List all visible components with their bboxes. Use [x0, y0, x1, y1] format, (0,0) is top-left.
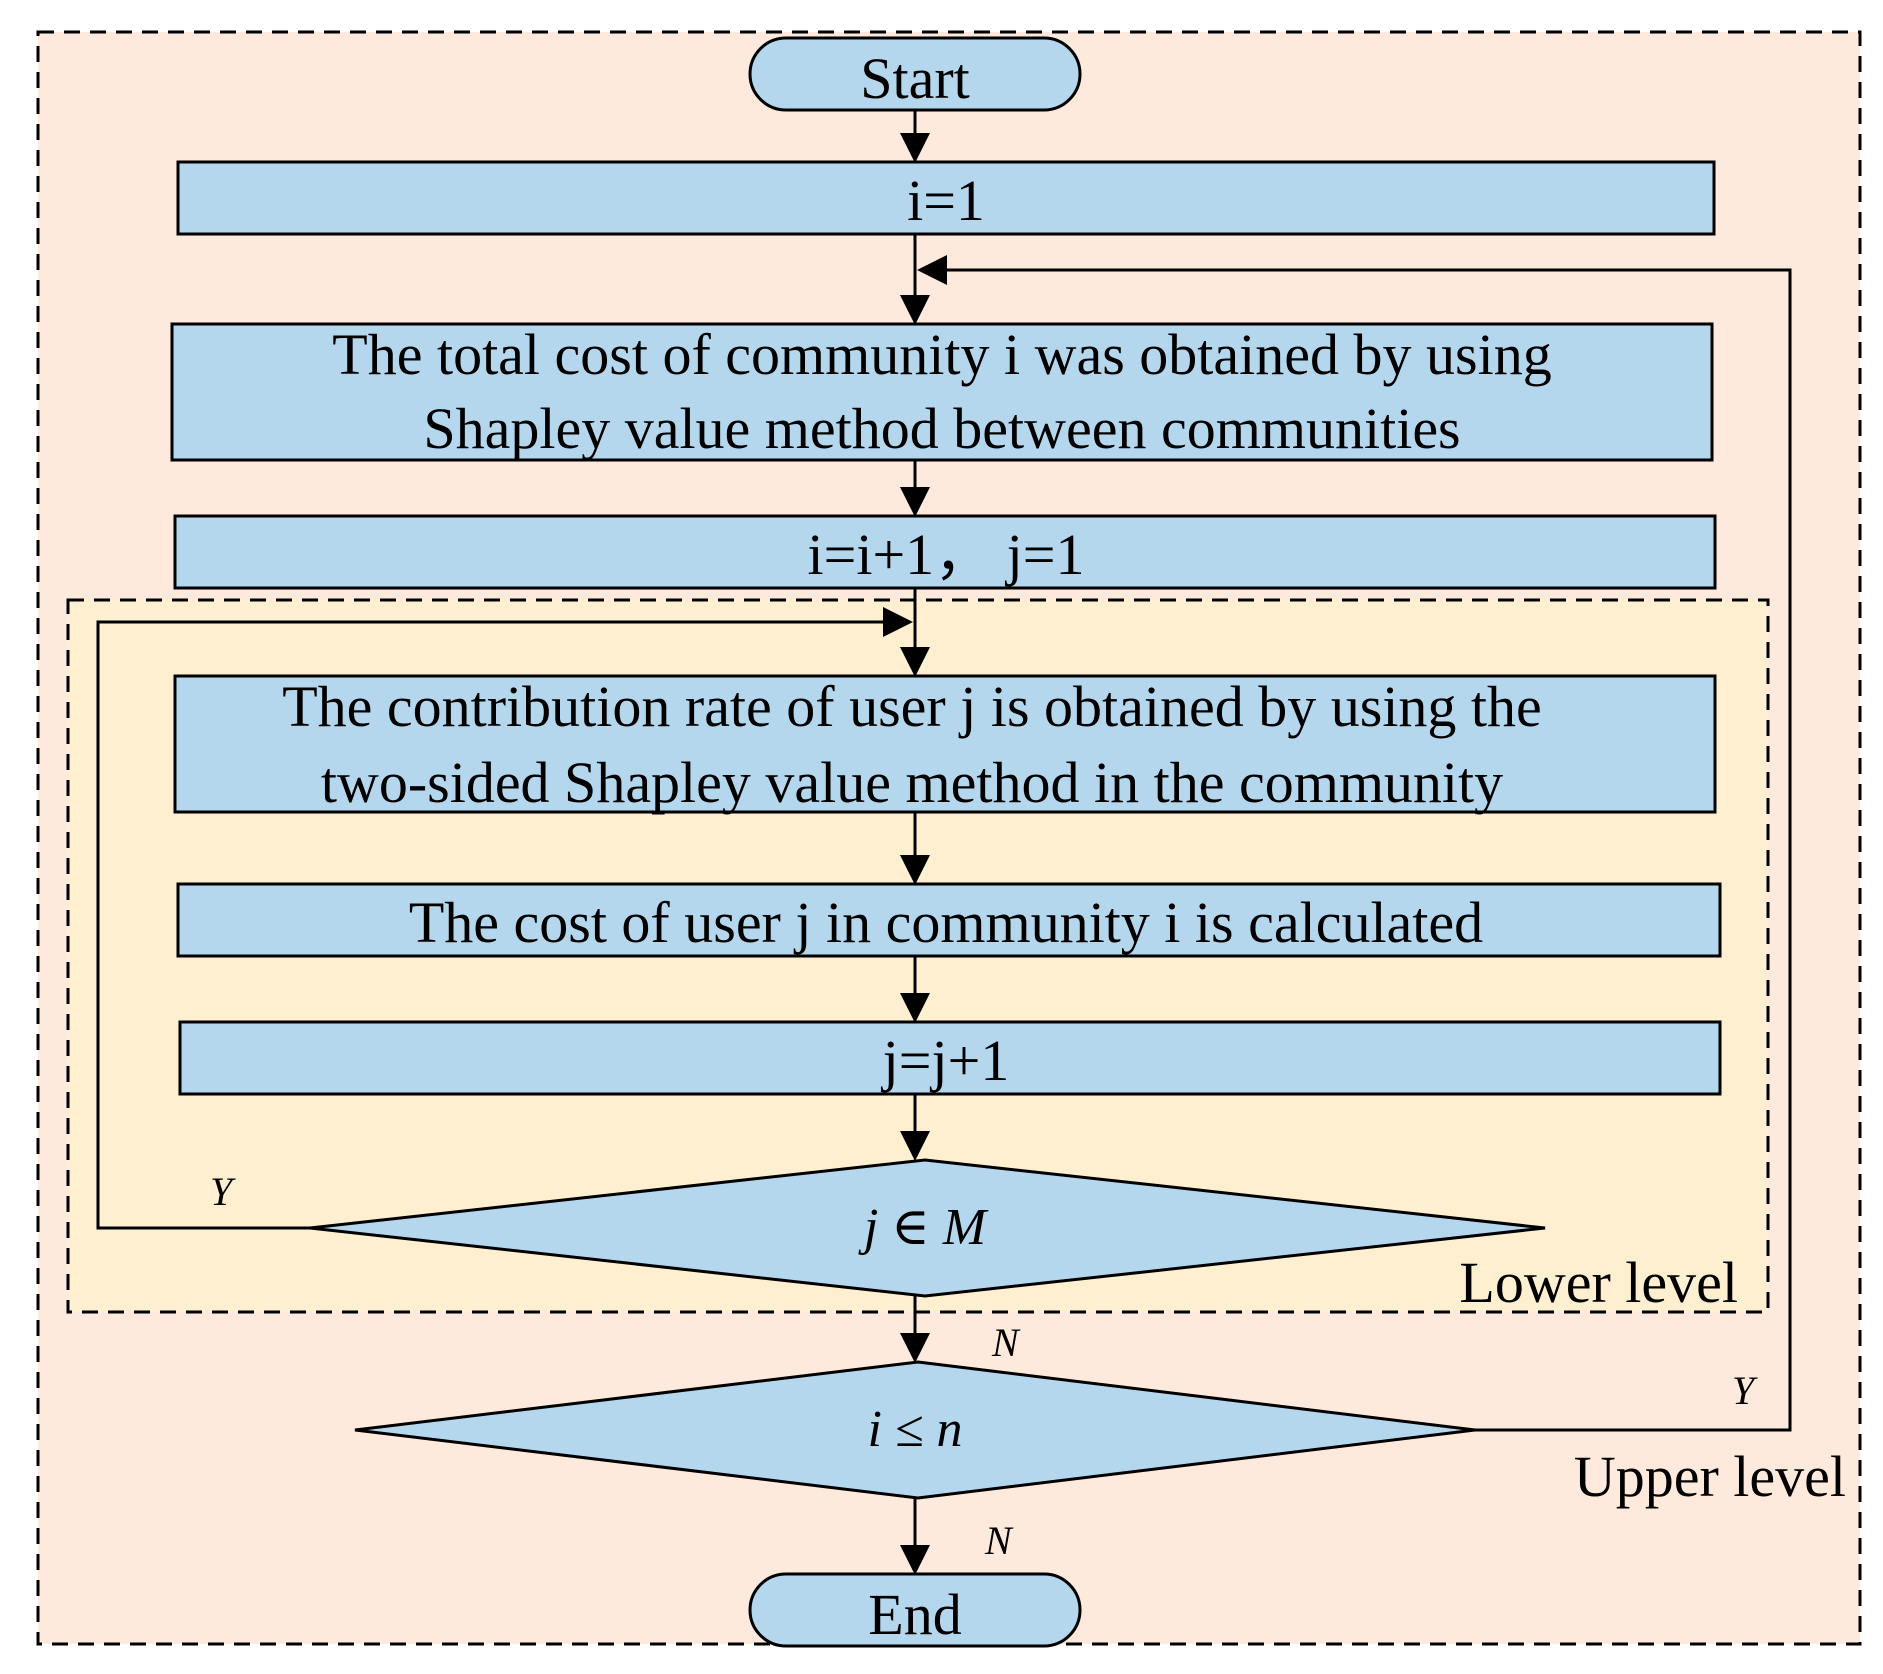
lower-level-label: Lower level [1459, 1250, 1738, 1315]
total-cost-line2: Shapley value method between communities [423, 396, 1460, 461]
label-j-no: N [991, 1320, 1021, 1365]
end-terminal: End [748, 1572, 1082, 1648]
contribution-line2: two-sided Shapley value method in the co… [321, 750, 1503, 815]
init-i-process: i=1 [176, 160, 1716, 236]
upper-level-label: Upper level [1574, 1444, 1846, 1509]
init-i-label: i=1 [907, 168, 985, 233]
end-label: End [868, 1582, 961, 1647]
decision-j-label: j ∈ M [858, 1199, 989, 1256]
decision-j-in-m: j ∈ M [309, 1158, 1546, 1298]
label-j-yes: Y [210, 1169, 236, 1214]
start-label: Start [860, 46, 970, 111]
contribution-line1: The contribution rate of user j is obtai… [282, 674, 1542, 739]
increment-i-label: i=i+1， j=1 [808, 522, 1085, 587]
loop-upper-yes [917, 255, 1792, 1432]
increment-j-label: j=j+1 [881, 1028, 1010, 1093]
total-cost-line1: The total cost of community i was obtain… [332, 322, 1551, 387]
total-cost-process: The total cost of community i was obtain… [170, 322, 1714, 462]
label-i-no: N [984, 1518, 1014, 1563]
contribution-process: The contribution rate of user j is obtai… [173, 674, 1717, 815]
decision-i-le-n: i ≤ n [354, 1360, 1476, 1500]
increment-j-process: j=j+1 [178, 1020, 1722, 1096]
increment-i-process: i=i+1， j=1 [173, 514, 1717, 590]
decision-i-label: i ≤ n [868, 1401, 963, 1458]
start-terminal: Start [748, 36, 1082, 112]
connectors [96, 110, 1792, 1575]
label-i-yes: Y [1732, 1368, 1758, 1413]
user-cost-process: The cost of user j in community i is cal… [176, 882, 1722, 958]
loop-lower-yes [96, 607, 913, 1230]
user-cost-label: The cost of user j in community i is cal… [409, 890, 1483, 955]
